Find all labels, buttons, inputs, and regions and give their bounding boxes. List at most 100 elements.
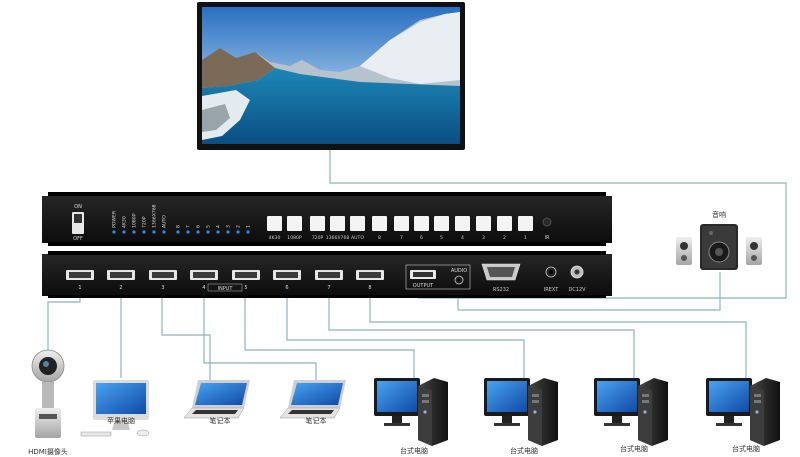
front-button-13[interactable]	[518, 216, 533, 231]
front-button-label-5: AUTO	[351, 235, 364, 241]
front-button-label-8: 6	[420, 235, 423, 241]
hdmi-input-group: 1 2 3 4 5 6 7 8	[66, 270, 384, 291]
hdmi-input-number-3: 3	[161, 285, 164, 291]
desktop-computer-icon	[374, 378, 448, 446]
indicator-led-1	[112, 230, 116, 234]
front-button-1[interactable]	[267, 216, 282, 231]
device-label-4: 笔记本	[306, 416, 327, 425]
hdmi-input-number-6: 6	[285, 285, 288, 291]
indicator-label-5: 1366X768	[152, 204, 158, 228]
indicator-label-4: 720P	[142, 216, 148, 228]
hdmi-port-slot	[235, 272, 257, 278]
dc-power-jack[interactable]	[570, 265, 584, 279]
audio-jack[interactable]	[454, 275, 464, 285]
front-button-label-4: 1366X768	[326, 235, 350, 241]
device-label-1: HDMI摄像头	[28, 447, 68, 456]
indicator-led-11	[216, 230, 220, 234]
indicator-led-5	[152, 230, 156, 234]
speaker-system	[676, 224, 762, 270]
front-button-3[interactable]	[310, 216, 325, 231]
front-button-8[interactable]	[414, 216, 429, 231]
hdmi-input-number-8: 8	[368, 285, 371, 291]
irext-jack[interactable]	[545, 266, 557, 278]
front-button-label-9: 5	[440, 235, 443, 241]
hdmi-input-number-4: 4	[202, 285, 205, 291]
front-button-label-6: 8	[378, 235, 381, 241]
ir-receiver	[542, 217, 552, 227]
hdmi-port-slot	[69, 272, 91, 278]
input-cable-3	[161, 288, 211, 380]
front-button-label-1: 4K30	[269, 235, 281, 241]
indicator-label-11: 4	[216, 225, 222, 228]
rs232-port[interactable]	[481, 263, 521, 281]
front-button-label-13: 1	[524, 235, 527, 241]
ir-label: IR	[545, 235, 550, 241]
desktop-computer-icon	[484, 378, 558, 446]
hdmi-camera-icon	[31, 349, 65, 438]
irext-label: IREXT	[544, 287, 559, 293]
laptop-icon	[279, 380, 346, 419]
front-button-11[interactable]	[476, 216, 491, 231]
hdmi-input-number-7: 7	[327, 285, 330, 291]
input-cable-8	[369, 288, 747, 378]
input-cable-6	[286, 288, 525, 380]
indicator-led-8	[186, 230, 190, 234]
hdmi-input-number-1: 1	[78, 285, 81, 291]
indicator-led-9	[196, 230, 200, 234]
indicator-led-2	[122, 230, 126, 234]
hdmi-port-slot	[318, 272, 340, 278]
indicator-led-4	[142, 230, 146, 234]
power-on-label: ON	[74, 204, 82, 210]
hdmi-port-slot	[110, 272, 132, 278]
front-button-2[interactable]	[287, 216, 302, 231]
hdmi-input-number-5: 5	[244, 285, 247, 291]
hdmi-port-slot	[152, 272, 174, 278]
dc-label: DC12V	[568, 287, 586, 293]
indicator-led-7	[176, 230, 180, 234]
imac-icon	[80, 380, 150, 437]
output-label: OUTPUT	[413, 283, 434, 289]
desktop-computer-icon	[594, 378, 668, 446]
front-button-5[interactable]	[350, 216, 365, 231]
front-button-label-7: 7	[400, 235, 403, 241]
indicator-label-13: 2	[236, 225, 242, 228]
speaker-label: 音响	[712, 210, 726, 219]
hdmi-port-slot	[276, 272, 298, 278]
front-button-7[interactable]	[394, 216, 409, 231]
rs232-label: RS232	[493, 287, 509, 293]
indicator-led-14	[246, 230, 250, 234]
input-cable-7	[328, 288, 635, 378]
indicator-label-8: 7	[186, 225, 192, 228]
device-label-6: 台式电脑	[510, 446, 538, 455]
input-label: INPUT	[218, 286, 234, 292]
hdmi-port-slot	[359, 272, 381, 278]
device-label-3: 笔记本	[210, 416, 231, 425]
indicator-led-6	[162, 230, 166, 234]
indicator-led-3	[132, 230, 136, 234]
front-button-6[interactable]	[372, 216, 387, 231]
front-button-label-12: 2	[503, 235, 506, 241]
front-button-10[interactable]	[455, 216, 470, 231]
power-switch[interactable]	[72, 212, 84, 234]
indicator-label-6: AUTO	[162, 215, 168, 228]
hdmi-port-slot	[193, 272, 215, 278]
device-label-8: 台式电脑	[732, 444, 760, 453]
hdmi-output-port[interactable]	[410, 270, 436, 279]
front-button-4[interactable]	[330, 216, 345, 231]
power-off-label: OFF	[73, 236, 83, 242]
front-button-9[interactable]	[434, 216, 449, 231]
indicator-label-12: 3	[226, 225, 232, 228]
indicator-led-12	[226, 230, 230, 234]
input-cable-4	[203, 288, 317, 380]
front-button-label-2: 1080P	[287, 235, 302, 241]
indicator-led-13	[236, 230, 240, 234]
front-button-12[interactable]	[497, 216, 512, 231]
display-monitor	[197, 2, 465, 150]
hdmi-input-number-2: 2	[119, 285, 122, 291]
indicator-label-2: 4K30	[122, 216, 128, 228]
